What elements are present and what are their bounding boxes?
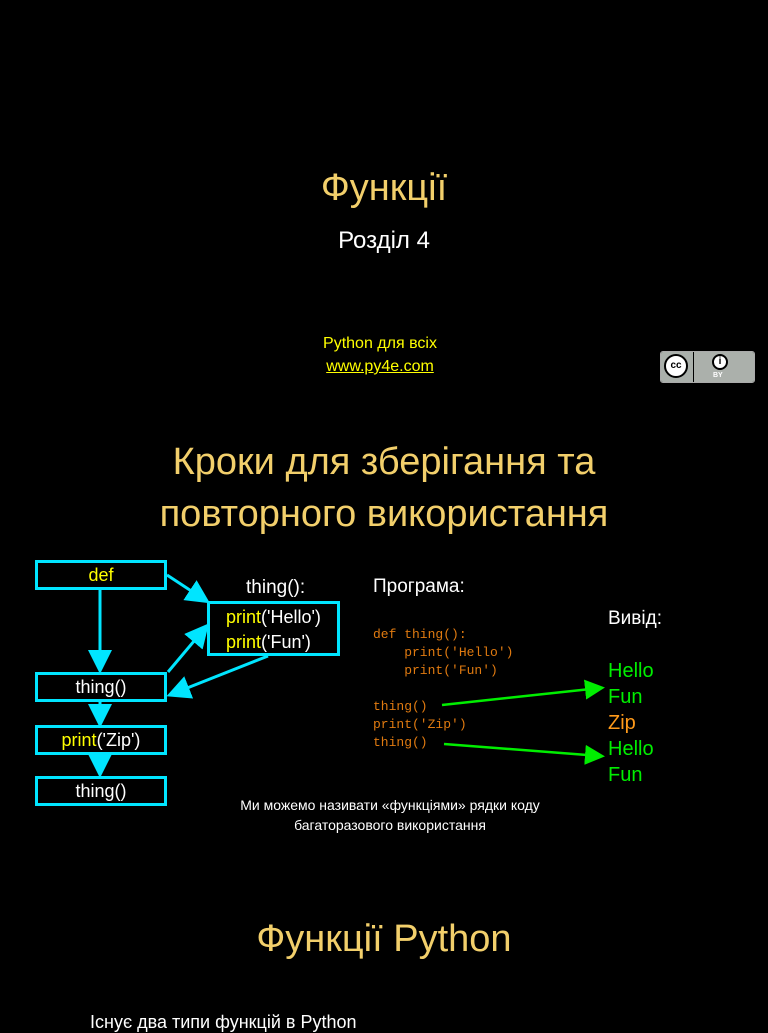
body-line-1: print('Hello') bbox=[226, 605, 337, 630]
call-box-first: thing() bbox=[35, 672, 167, 702]
cc-icon: cc bbox=[664, 354, 688, 378]
slide-title: Функції bbox=[320, 167, 448, 209]
code-line: thing() bbox=[373, 699, 428, 714]
code-block-calls: thing() print('Zip') thing() bbox=[373, 698, 467, 752]
attribution-icon: i bbox=[712, 354, 728, 370]
print-zip-box: print('Zip') bbox=[35, 725, 167, 755]
arrow-def-to-body bbox=[166, 573, 211, 604]
arrow-second-call-output bbox=[443, 742, 605, 765]
print-argument: ('Zip') bbox=[96, 730, 141, 750]
code-line: print('Fun') bbox=[373, 663, 498, 678]
print-keyword: print bbox=[61, 730, 97, 750]
output-line: Hello bbox=[608, 738, 654, 760]
body-line-2: print('Fun') bbox=[226, 630, 337, 655]
print-argument: ('Fun') bbox=[261, 632, 311, 652]
arrow-body-return bbox=[166, 654, 269, 699]
output-line: Hello bbox=[608, 660, 654, 682]
function-body-box: print('Hello') print('Fun') bbox=[207, 601, 340, 656]
output-line: Fun bbox=[608, 764, 643, 786]
slide-caption: Ми можемо називати «функціями» рядки код… bbox=[190, 795, 590, 835]
title-line-1: Кроки для зберігання та bbox=[172, 441, 596, 483]
code-line: print('Hello') bbox=[373, 645, 514, 660]
program-label: Програма: bbox=[373, 576, 465, 597]
function-name-label: thing(): bbox=[246, 577, 306, 598]
arrow-call-to-body bbox=[166, 623, 209, 673]
code-line: thing() bbox=[373, 735, 428, 750]
output-label: Вивід: bbox=[608, 608, 662, 629]
caption-line-2: багаторазового використання bbox=[294, 817, 486, 833]
def-box: def bbox=[35, 560, 167, 590]
title-line-2: повторного використання bbox=[159, 493, 609, 535]
print-argument: ('Hello') bbox=[261, 607, 321, 627]
cc-by-license-badge: cc i BY bbox=[660, 351, 755, 383]
slide-title: Функції Python bbox=[256, 918, 512, 960]
print-keyword: print bbox=[226, 607, 262, 627]
arrow-first-call-output bbox=[441, 679, 605, 707]
slide-title: Кроки для зберігання та повторного викор… bbox=[0, 436, 768, 540]
call-box-second: thing() bbox=[35, 776, 167, 806]
print-keyword: print bbox=[226, 632, 262, 652]
program-output: Hello Fun Zip Hello Fun bbox=[608, 658, 654, 788]
book-title: Python для всіх bbox=[323, 335, 437, 352]
website-link[interactable]: www.py4e.com bbox=[326, 358, 434, 375]
chapter-subtitle: Розділ 4 bbox=[338, 227, 430, 254]
caption-line-1: Ми можемо називати «функціями» рядки код… bbox=[240, 797, 540, 813]
output-line: Fun bbox=[608, 686, 643, 708]
output-line: Zip bbox=[608, 712, 636, 734]
code-line: def thing(): bbox=[373, 627, 467, 642]
intro-text: Існує два типи функцій в Python bbox=[90, 1012, 357, 1032]
code-line: print('Zip') bbox=[373, 717, 467, 732]
license-by-label: BY bbox=[713, 372, 723, 379]
code-block-definition: def thing(): print('Hello') print('Fun') bbox=[373, 626, 513, 680]
